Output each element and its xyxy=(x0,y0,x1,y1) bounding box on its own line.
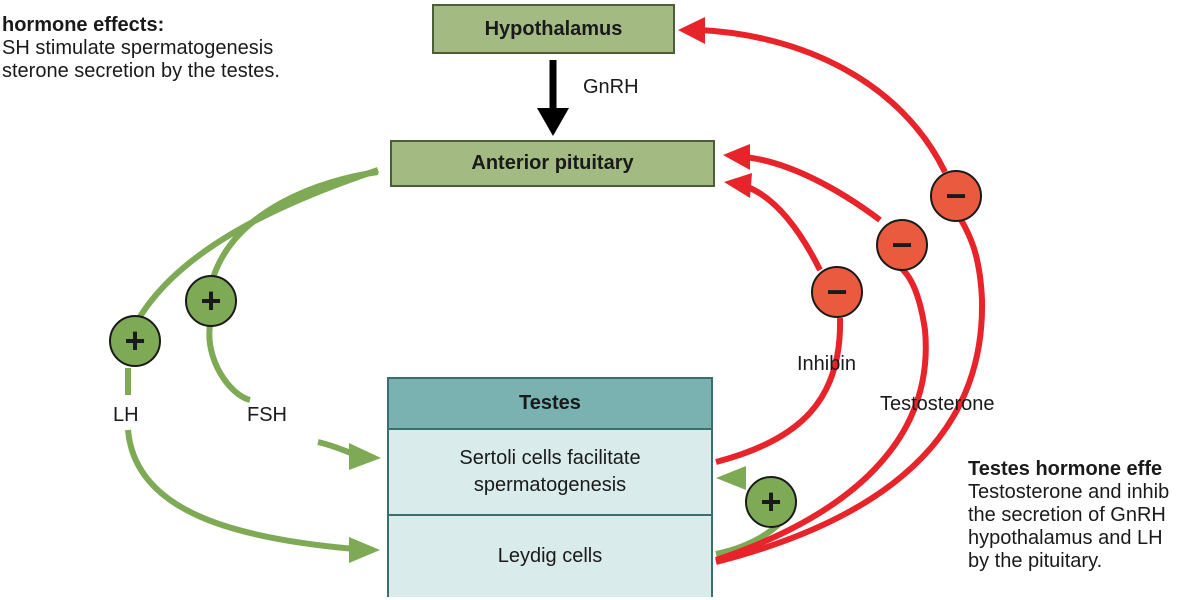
testosterone-to-pituitary-pathway xyxy=(715,144,929,563)
testes-effects-line1: Testosterone and inhib xyxy=(968,481,1170,503)
sertoli-line1: Sertoli cells facilitate xyxy=(459,447,641,469)
testes-effects-line3: hypothalamus and LH xyxy=(968,527,1163,549)
sertoli-line2: spermatogenesis xyxy=(473,474,627,496)
inhibin-label: Inhibin xyxy=(797,353,856,375)
testes-effects-line2: the secretion of GnRH xyxy=(968,504,1166,526)
pituitary-effects-title: hormone effects: xyxy=(2,14,165,36)
leydig-cells-cell: Leydig cells xyxy=(389,516,711,597)
testes-effects-title: Testes hormone effe xyxy=(968,458,1163,480)
anterior-pituitary-label: Anterior pituitary xyxy=(471,152,634,174)
testes-effects-note: Testes hormone effe Testosterone and inh… xyxy=(968,458,1169,573)
fsh-pathway xyxy=(206,169,381,470)
svg-text:+: + xyxy=(124,320,145,361)
svg-text:−: − xyxy=(891,224,912,265)
lh-plus-sign: + xyxy=(109,315,161,367)
svg-text:+: + xyxy=(200,280,221,321)
testosterone-to-hypothalamus-pathway xyxy=(678,17,986,565)
testosterone-hypothalamus-minus-sign: − xyxy=(930,170,982,222)
testosterone-pituitary-minus-sign: − xyxy=(876,219,928,271)
testes-effects-line4: by the pituitary. xyxy=(968,550,1103,572)
testosterone-label: Testosterone xyxy=(880,393,995,415)
gnrh-label: GnRH xyxy=(583,76,639,98)
hypothalamus-box: Hypothalamus xyxy=(432,4,675,54)
svg-text:+: + xyxy=(760,481,781,522)
inhibin-pathway xyxy=(715,173,844,465)
lh-label: LH xyxy=(113,404,139,426)
svg-text:−: − xyxy=(945,175,966,216)
gnrh-arrow xyxy=(537,60,569,136)
testes-header: Testes xyxy=(389,379,711,430)
inhibin-minus-sign: − xyxy=(811,266,863,318)
pituitary-effects-line1: SH stimulate spermatogenesis xyxy=(2,37,274,59)
testes-box: Testes Sertoli cells facilitate spermato… xyxy=(387,377,713,597)
fsh-plus-sign: + xyxy=(185,275,237,327)
hypothalamus-label: Hypothalamus xyxy=(484,17,623,40)
svg-text:−: − xyxy=(826,271,847,312)
fsh-label: FSH xyxy=(247,404,287,426)
sertoli-cells-cell: Sertoli cells facilitate spermatogenesis xyxy=(389,430,711,516)
leydig-label: Leydig cells xyxy=(497,545,603,567)
lh-pathway xyxy=(125,167,380,563)
pituitary-effects-line2: sterone secretion by the testes. xyxy=(2,60,280,82)
leydig-plus-sign: + xyxy=(745,476,797,528)
pituitary-effects-note: hormone effects: SH stimulate spermatoge… xyxy=(2,14,280,83)
testes-header-label: Testes xyxy=(519,392,581,414)
anterior-pituitary-box: Anterior pituitary xyxy=(390,140,715,187)
